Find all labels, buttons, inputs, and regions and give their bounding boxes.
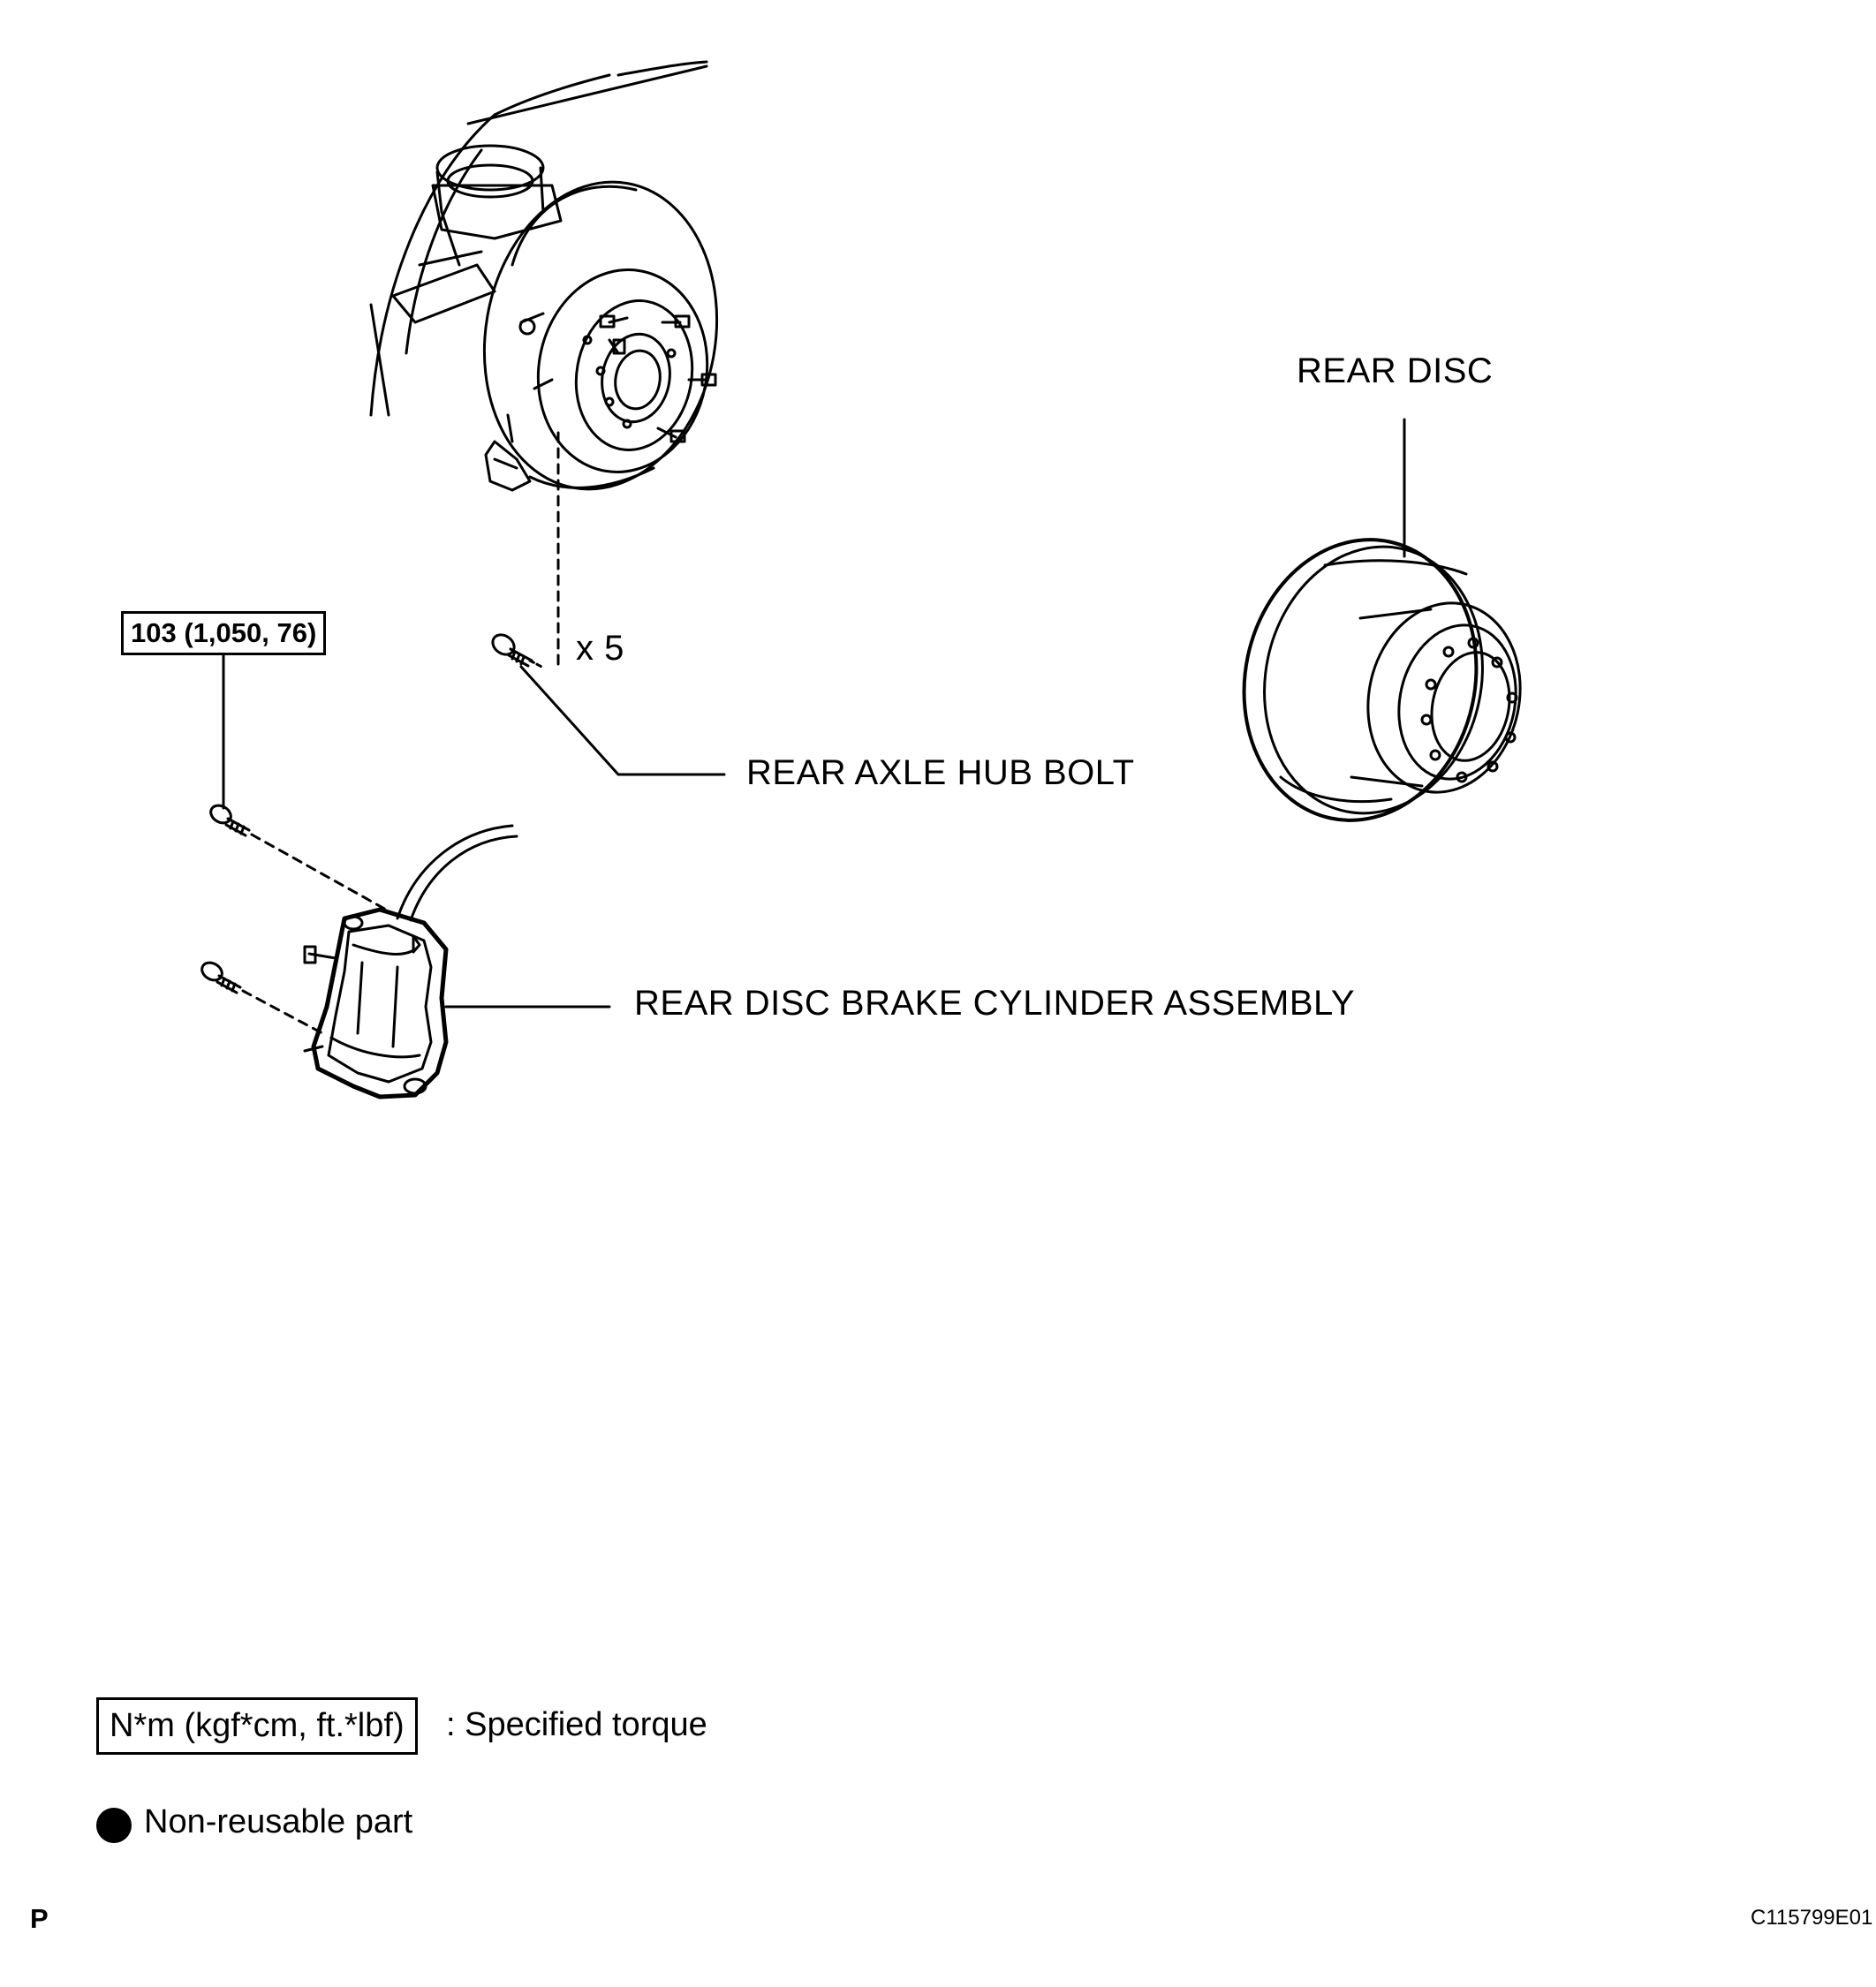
caliper-bolt-lower-dashed [241, 989, 324, 1035]
caliper-bolt-lower [200, 961, 242, 994]
figure-id: C115799E01 [1751, 1906, 1873, 1930]
caliper-bolt-upper [209, 804, 251, 837]
brake-caliper-part [303, 824, 518, 1099]
hub-bolt-leader [519, 665, 726, 776]
non-reusable-part-icon [96, 1808, 132, 1843]
rear-disc-label: REAR DISC [1297, 351, 1494, 390]
knuckle-hub-drawing [369, 60, 719, 492]
rear-disc-brake-cylinder-label: REAR DISC BRAKE CYLINDER ASSEMBLY [634, 984, 1355, 1023]
caliper-bolt-upper-dashed [250, 833, 404, 920]
hub-bolt-part [491, 633, 545, 669]
rear-disc-part [1242, 418, 1522, 822]
torque-spec-box: 103 (1,050, 76) [121, 611, 327, 655]
page-letter: P [30, 1903, 49, 1934]
legend-torque-box: N*m (kgf*cm, ft.*lbf) [96, 1697, 418, 1755]
rear-axle-hub-bolt-label: REAR AXLE HUB BOLT [746, 753, 1135, 792]
legend-non-reusable-label: Non-reusable part [144, 1803, 413, 1840]
bolt-quantity-label: x 5 [576, 629, 624, 668]
legend-torque-description: : Specified torque [446, 1706, 707, 1743]
